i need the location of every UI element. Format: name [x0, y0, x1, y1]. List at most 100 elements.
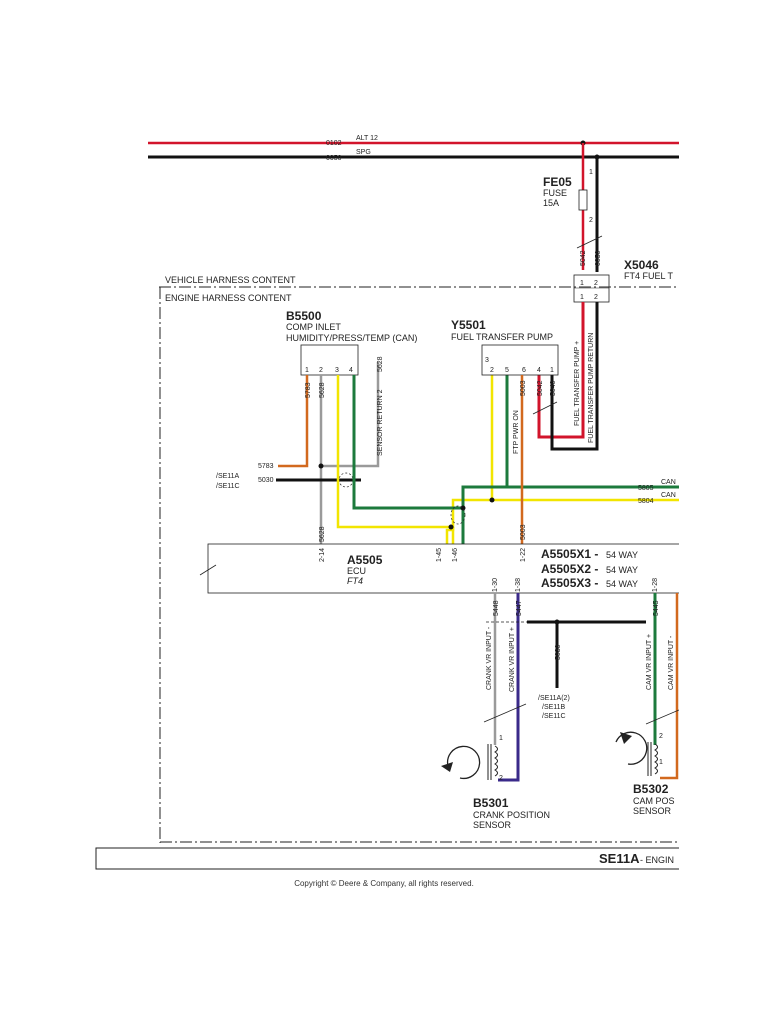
wire-5447-crank-plus — [498, 593, 520, 782]
ref-5783-label: 5783 — [258, 463, 274, 470]
splice-can-low — [448, 524, 454, 530]
ecu-wire-5003: 5003 — [520, 524, 527, 540]
ecu-connector-x3-size: 54 WAY — [606, 579, 638, 589]
cam-rotation-arrow-icon — [620, 732, 632, 744]
wire-alt12-circuit: 0102 — [326, 140, 342, 147]
wire-5783 — [278, 375, 309, 468]
ref-5805-label: 5805 — [638, 485, 654, 492]
ecu-a5505-line2: FT4 — [347, 576, 363, 586]
ftp-plus-label: FUEL TRANSFER PUMP + — [574, 341, 581, 426]
ecu-connector-x3: A5505X3 - — [541, 576, 598, 590]
ecu-a5505-body — [207, 543, 679, 594]
wire-5030-shield — [527, 620, 559, 688]
wire-cam-minus — [660, 593, 679, 780]
wire-5445-label: 5445 — [653, 600, 660, 616]
connector-x5046-pin2-bottom: 2 — [594, 294, 598, 301]
crank-coil — [494, 745, 498, 777]
pump-y5501-label: FUEL TRANSFER PUMP — [451, 332, 553, 342]
connector-x5046-pin1-top: 1 — [580, 280, 584, 287]
crank-pin2: 2 — [499, 775, 503, 782]
wire-5783-label-vertical: 5783 — [305, 382, 312, 398]
can-twist-marker — [450, 505, 466, 525]
crank-pin1: 1 — [499, 735, 503, 742]
fuse-fe05-pin1: 1 — [589, 169, 593, 176]
pump-y5501-pin6: 6 — [522, 367, 526, 374]
ecu-pin-1-38: 1-38 — [515, 578, 522, 592]
pump-y5501-pin4: 4 — [537, 367, 541, 374]
sensor-b5302-id: B5302 — [633, 782, 669, 796]
sensor-b5500-line1: COMP INLET — [286, 322, 341, 332]
pump-y5501-pin3: 3 — [485, 357, 489, 364]
engine-harness-label: ENGINE HARNESS CONTENT — [165, 293, 292, 303]
pump-y5501-pin1: 1 — [550, 367, 554, 374]
ecu-pin-2-14: 2-14 — [319, 548, 326, 562]
ecu-connector-x2-size: 54 WAY — [606, 565, 638, 575]
pump-y5501-pin5: 5 — [505, 367, 509, 374]
cam-vr-plus-label: CAM VR INPUT + — [646, 634, 653, 690]
ref-se11c-lower-label: /SE11C — [542, 713, 566, 720]
sensor-b5500-id: B5500 — [286, 309, 322, 323]
ref-se11a2-label: /SE11A(2) — [538, 695, 570, 702]
ecu-connector-x1: A5505X1 - — [541, 547, 598, 561]
ftp-pwr-on-label: FTP PWR ON — [513, 410, 520, 454]
wire-0050-top: 0050 — [595, 250, 602, 266]
cam-rotation-icon — [615, 731, 648, 765]
sensor-b5302-line2: SENSOR — [633, 806, 672, 816]
ref-5030-label: 5030 — [258, 477, 274, 484]
ecu-pin-1-30: 1-30 — [492, 578, 499, 592]
splice-can-high — [460, 505, 466, 511]
fuse-fe05-line1: FUSE — [543, 188, 567, 198]
sensor-b5500-pin1: 1 — [305, 367, 309, 374]
ref-se11c-label: /SE11C — [216, 483, 240, 490]
cam-pin1: 1 — [659, 759, 663, 766]
ref-se11a-label: /SE11A — [216, 473, 240, 480]
ref-can1-label: CAN — [661, 479, 676, 486]
wire-5628-return — [321, 362, 380, 468]
pump-break-mark — [532, 401, 558, 415]
wire-5003-label-vertical: 5003 — [520, 380, 527, 396]
wire-5042-label-vertical: 5042 — [537, 380, 544, 396]
sensor-b5301-id: B5301 — [473, 796, 509, 810]
fuse-break-mark — [576, 235, 603, 249]
ecu-a5505-line1: ECU — [347, 566, 366, 576]
ecu-pin-1-22: 1-22 — [520, 548, 527, 562]
wire-5030-shield-label: 5030 — [555, 644, 562, 660]
wire-spg-circuit: 0050 — [326, 155, 342, 162]
fuse-fe05-body — [578, 189, 588, 211]
sensor-b5302-line1: CAM POS — [633, 796, 675, 806]
connector-x5046-id: X5046 — [624, 258, 659, 272]
pump-y5501-body — [481, 344, 559, 376]
sensor-b5500-body — [300, 344, 359, 376]
pump-y5501-id: Y5501 — [451, 318, 486, 332]
copyright-notice: Copyright © Deere & Company, all rights … — [294, 879, 474, 888]
ref-can2-label: CAN — [661, 492, 676, 499]
wire-5628-label-return: 5628 — [377, 356, 384, 372]
ref-5804-label: 5804 — [638, 498, 654, 505]
wire-can-high-b5500 — [352, 375, 509, 510]
wire-5040-pump — [550, 302, 599, 451]
wire-5042-pump — [537, 302, 585, 439]
crank-rotation-arrow-icon — [441, 762, 453, 772]
ecu-a5505-id: A5505 — [347, 553, 383, 567]
splice-can-low-right — [489, 497, 495, 503]
ecu-connector-x2: A5505X2 - — [541, 562, 598, 576]
sensor-b5301-line2: SENSOR — [473, 820, 512, 830]
connector-x5046-pin2-top: 2 — [594, 280, 598, 287]
ftp-return-label: FUEL TRANSFER PUMP RETURN — [588, 333, 595, 443]
wire-5040-label-vertical: 5040 — [550, 380, 557, 396]
wire-5447-label: 5447 — [516, 600, 523, 616]
fuse-fe05-id: FE05 — [543, 175, 572, 189]
wire-5448-label: 5448 — [493, 600, 500, 616]
sensor-b5500-pin4: 4 — [349, 367, 353, 374]
crank-break-mark — [483, 703, 527, 723]
sensor-b5500-pin2: 2 — [319, 367, 323, 374]
fuse-fe05-line2: 15A — [543, 198, 559, 208]
ecu-connector-x1-size: 54 WAY — [606, 550, 638, 560]
vehicle-harness-label: VEHICLE HARNESS CONTENT — [165, 275, 296, 285]
ecu-pin-1-45: 1-45 — [436, 548, 443, 562]
pump-y5501-pin2: 2 — [490, 367, 494, 374]
wire-5628-label-vertical: 5628 — [319, 382, 326, 398]
connector-x5046-pin1-bottom: 1 — [580, 294, 584, 301]
cam-pin2: 2 — [659, 733, 663, 740]
